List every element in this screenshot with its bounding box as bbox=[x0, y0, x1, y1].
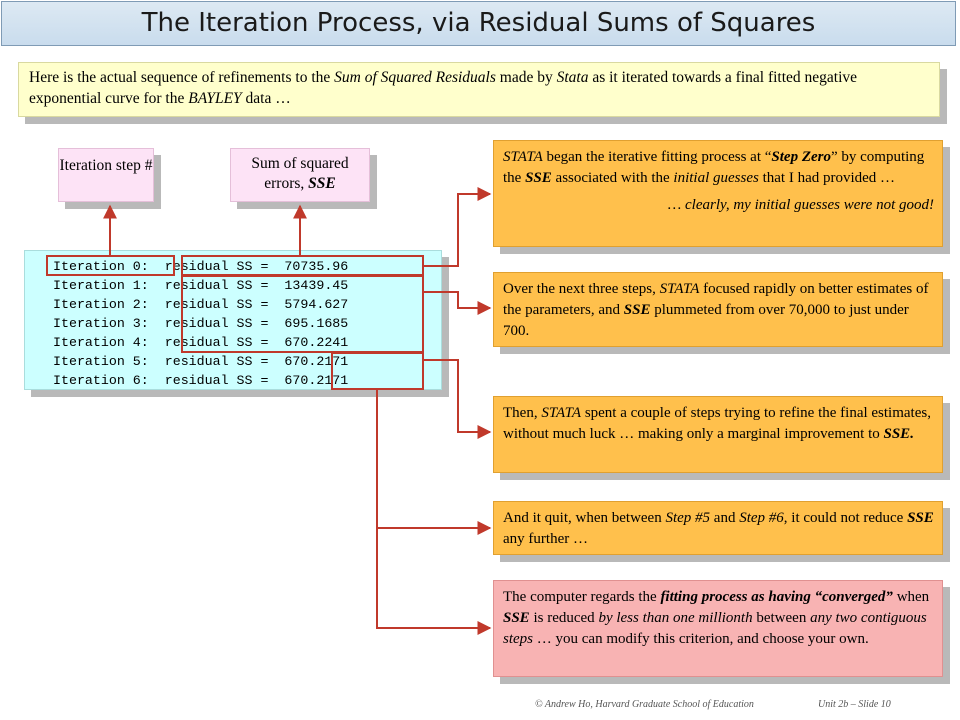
intro-text: Here is the actual sequence of refinemen… bbox=[29, 69, 335, 86]
callout-term: by less than one millionth bbox=[598, 610, 753, 626]
callout-term: SSE. bbox=[883, 426, 914, 442]
slide-title: The Iteration Process, via Residual Sums… bbox=[141, 8, 816, 38]
callout-term: SSE bbox=[503, 610, 530, 626]
callout-span: focused rapidly on better estimates of t… bbox=[503, 281, 929, 318]
log-step: Iteration 6: bbox=[53, 373, 149, 388]
iteration-step-label-text: Iteration step # bbox=[59, 157, 153, 174]
callout-convergence: The computer regards the fitting process… bbox=[493, 580, 943, 677]
title-bar: The Iteration Process, via Residual Sums… bbox=[1, 1, 956, 46]
log-line: Iteration 3: residual SS = 695.1685 bbox=[53, 314, 441, 333]
log-line: Iteration 4: residual SS = 670.2241 bbox=[53, 333, 441, 352]
callout-span: any further … bbox=[503, 531, 588, 547]
log-value: residual SS = 670.2241 bbox=[164, 335, 349, 350]
highlight-iterations-1-4 bbox=[181, 275, 424, 353]
log-step: Iteration 1: bbox=[53, 278, 149, 293]
intro-term-bayley: BAYLEY bbox=[188, 90, 242, 107]
callout-step-zero: STATA began the iterative fitting proces… bbox=[493, 140, 943, 247]
callout-quit: And it quit, when between Step #5 and St… bbox=[493, 501, 943, 555]
connector-callout-3 bbox=[423, 359, 492, 439]
callout-term: fitting process as having “converged” bbox=[660, 589, 893, 605]
log-step: Iteration 0: bbox=[53, 259, 149, 274]
callout-span: plummeted from over 70,000 to just under… bbox=[503, 302, 909, 339]
callout-span: associated with the bbox=[551, 170, 674, 186]
highlight-iterations-5-6 bbox=[331, 352, 424, 390]
log-step: Iteration 3: bbox=[53, 316, 149, 331]
iteration-step-label: Iteration step # bbox=[58, 148, 154, 202]
log-value: residual SS = 695.1685 bbox=[164, 316, 349, 331]
log-value: residual SS = 5794.627 bbox=[164, 297, 349, 312]
sse-label: Sum of squared errors, SSE bbox=[230, 148, 370, 202]
intro-term-ssr: Sum of Squared Residuals bbox=[334, 69, 496, 86]
log-line: Iteration 2: residual SS = 5794.627 bbox=[53, 295, 441, 314]
highlight-iteration-0-step bbox=[46, 255, 175, 276]
connector-callout-5 bbox=[376, 389, 492, 635]
callout-span: when bbox=[892, 589, 930, 605]
callout-span: and bbox=[710, 510, 740, 526]
intro-term-stata: Stata bbox=[556, 69, 589, 86]
log-step: Iteration 4: bbox=[53, 335, 149, 350]
log-line: Iteration 5: residual SS = 670.2171 bbox=[53, 352, 441, 371]
sse-label-abbrev: SSE bbox=[308, 175, 336, 192]
intro-text: data … bbox=[241, 90, 291, 107]
log-line: Iteration 0: residual SS = 70735.96 bbox=[53, 257, 441, 276]
footer-slide-number: Unit 2b – Slide 10 bbox=[818, 699, 891, 710]
callout-span: ” by computing the bbox=[503, 149, 925, 186]
callout-term: STATA bbox=[503, 149, 543, 165]
callout-term: SSE bbox=[525, 170, 552, 186]
callout-span: between bbox=[752, 610, 811, 626]
callout-term: initial guesses bbox=[673, 170, 759, 186]
callout-span: , it could not reduce bbox=[783, 510, 908, 526]
intro-box: Here is the actual sequence of refinemen… bbox=[18, 62, 940, 117]
callout-aside: … clearly, my initial guesses were not g… bbox=[503, 195, 934, 216]
callout-term: Step #6 bbox=[739, 510, 784, 526]
highlight-iteration-0-value bbox=[181, 255, 424, 276]
callout-aside-text: … clearly, my initial guesses were not g… bbox=[667, 197, 934, 213]
connector-callout-2 bbox=[423, 291, 492, 315]
callout-span: And it quit, when between bbox=[503, 510, 666, 526]
callout-span: spent a couple of steps trying to refine… bbox=[503, 405, 931, 442]
log-step: Iteration 5: bbox=[53, 354, 149, 369]
log-line: Iteration 1: residual SS = 13439.45 bbox=[53, 276, 441, 295]
callout-span: Over the next three steps, bbox=[503, 281, 660, 297]
footer-credit: © Andrew Ho, Harvard Graduate School of … bbox=[535, 699, 754, 710]
callout-text: STATA began the iterative fitting proces… bbox=[503, 147, 934, 189]
callout-term: any two contiguous steps bbox=[503, 610, 927, 647]
callout-rapid-steps: Over the next three steps, STATA focused… bbox=[493, 272, 943, 347]
callout-refine: Then, STATA spent a couple of steps tryi… bbox=[493, 396, 943, 473]
callout-span: The computer regards the bbox=[503, 589, 661, 605]
iteration-log: Iteration 0: residual SS = 70735.96 Iter… bbox=[24, 250, 442, 390]
intro-text: made by bbox=[495, 69, 557, 86]
callout-span: is reduced bbox=[529, 610, 599, 626]
callout-term: SSE bbox=[623, 302, 651, 318]
connector-callout-1 bbox=[423, 187, 492, 267]
callout-term: STATA bbox=[541, 405, 582, 421]
callout-term: Step #5 bbox=[665, 510, 711, 526]
callout-span: … you can modify this criterion, and cho… bbox=[533, 631, 869, 647]
callout-term: SSE bbox=[907, 510, 934, 526]
log-step: Iteration 2: bbox=[53, 297, 149, 312]
callout-span: began the iterative fitting process at “ bbox=[542, 149, 772, 165]
intro-text: as it iterated towards a final fitted ne… bbox=[29, 69, 858, 107]
sse-label-text: Sum of squared errors, bbox=[251, 155, 349, 192]
callout-span: Then, bbox=[503, 405, 542, 421]
callout-span: that I had provided … bbox=[758, 170, 896, 186]
log-value: residual SS = 13439.45 bbox=[164, 278, 349, 293]
callout-term: Step Zero bbox=[771, 149, 831, 165]
log-value: residual SS = 70735.96 bbox=[164, 259, 349, 274]
callout-term: STATA bbox=[659, 281, 700, 297]
